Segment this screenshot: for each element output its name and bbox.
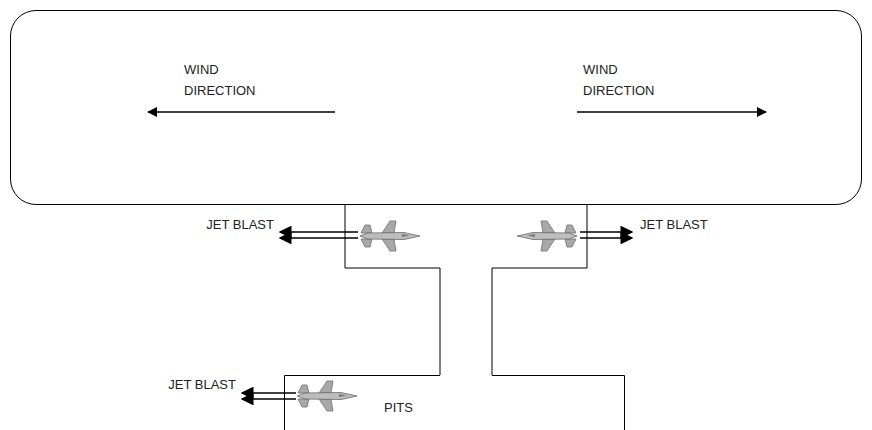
jet-icon	[360, 221, 420, 251]
pits-outline	[284, 375, 625, 430]
taxiway-edge	[345, 205, 440, 375]
wind-arrow	[577, 111, 766, 112]
jet-blast-label: JET BLAST	[640, 214, 724, 235]
wind-label: WIND DIRECTION	[583, 59, 673, 101]
area-label: PITS	[384, 397, 444, 418]
wind-arrow	[148, 111, 335, 112]
jet-blast-label: JET BLAST	[150, 374, 236, 395]
jet-blast-label: JET BLAST	[190, 214, 274, 235]
runway-area: WIND DIRECTION WIND DIRECTION	[10, 10, 862, 205]
taxiway-edge	[492, 205, 587, 375]
wind-label: WIND DIRECTION	[184, 59, 274, 101]
jet-icon	[297, 381, 357, 411]
jet-blast-arrows	[242, 232, 632, 399]
pits-area: PITS	[284, 375, 625, 430]
jet-icon	[517, 221, 577, 251]
